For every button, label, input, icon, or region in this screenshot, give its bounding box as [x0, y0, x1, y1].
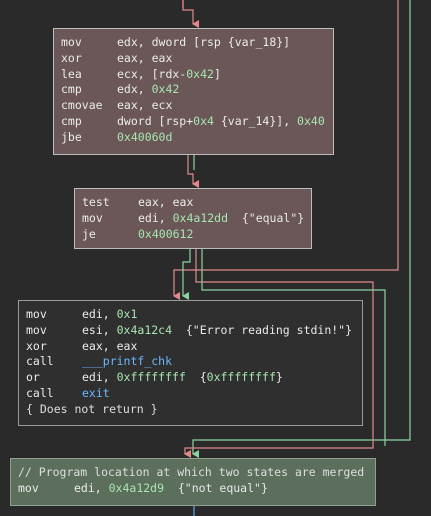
- numeric-operand[interactable]: 0x4: [193, 113, 214, 128]
- operand: eax, eax: [117, 50, 173, 65]
- function-symbol[interactable]: ___printf_chk: [82, 354, 173, 369]
- operand: eax, eax: [138, 195, 194, 209]
- numeric-operand[interactable]: 0x400612: [138, 226, 194, 241]
- operand: edi,: [82, 307, 117, 321]
- numeric-operand[interactable]: 0x42: [186, 66, 214, 81]
- mnemonic: xor: [26, 338, 47, 353]
- instruction-line[interactable]: mov edi, 0x4a12d9 {"not equal"}: [18, 481, 369, 497]
- mnemonic: mov: [61, 35, 82, 49]
- mnemonic: cmovae: [61, 98, 103, 113]
- mnemonic: cmp: [61, 82, 82, 97]
- mnemonic: mov: [82, 210, 103, 225]
- instruction-line[interactable]: cmp edx, 0x42: [61, 82, 327, 98]
- numeric-operand[interactable]: 0x1: [116, 307, 138, 321]
- comment-text: { Does not return }: [26, 401, 158, 416]
- instruction-line[interactable]: // Program location at which two states …: [18, 465, 369, 481]
- operand: {var_14}],: [213, 113, 298, 128]
- basic-block-merge[interactable]: // Program location at which two states …: [10, 458, 376, 506]
- operand: edi,: [74, 480, 109, 495]
- mnemonic: mov: [26, 322, 47, 337]
- mnemonic: mov: [18, 480, 39, 495]
- instruction-line[interactable]: call exit: [26, 386, 356, 402]
- numeric-operand[interactable]: 0x4a12dd: [172, 210, 229, 225]
- operand: edx,: [117, 82, 152, 97]
- mnemonic: je: [82, 226, 96, 241]
- instruction-line[interactable]: call ___printf_chk: [26, 354, 356, 370]
- instruction-line[interactable]: xor eax, eax: [26, 339, 356, 355]
- numeric-operand[interactable]: 0x40060d: [117, 129, 173, 144]
- basic-block-a[interactable]: mov edx, dword [rsp {var_18}]xor eax, eax l…: [53, 28, 334, 155]
- instruction-line[interactable]: mov esi, 0x4a12c4 {"Error reading stdin!"…: [26, 323, 356, 339]
- edge-b-false: [182, 249, 191, 300]
- instruction-line[interactable]: je 0x400612: [82, 227, 305, 243]
- instruction-line[interactable]: mov edi, 0x4a12dd {"equal"}: [82, 211, 305, 227]
- mnemonic: cmp: [61, 113, 82, 128]
- mnemonic: jbe: [61, 129, 82, 144]
- operand: {: [185, 370, 207, 385]
- edge-right-red: [173, 0, 399, 300]
- numeric-operand[interactable]: 0x40: [297, 113, 325, 128]
- mnemonic: or: [26, 370, 40, 385]
- mnemonic: call: [26, 385, 54, 400]
- instruction-line[interactable]: mov edi, 0x1: [26, 307, 356, 323]
- operand: }: [275, 370, 283, 385]
- edge-b-true: [184, 249, 374, 458]
- string-annotation: {"Error reading stdin!"}: [172, 322, 353, 337]
- numeric-operand[interactable]: 0x4a12d9: [108, 480, 165, 495]
- operand: edx, dword [rsp {var_18}]: [117, 35, 291, 49]
- operand: eax, eax: [82, 338, 138, 353]
- mnemonic: test: [82, 195, 110, 209]
- operand: edi,: [138, 210, 173, 225]
- numeric-operand[interactable]: 0xffffffff: [206, 370, 276, 385]
- basic-block-b[interactable]: test eax, eax mov edi, 0x4a12dd {"equal"} je…: [74, 188, 312, 249]
- numeric-operand[interactable]: 0x42: [151, 82, 180, 97]
- edge-b-green-long: [201, 249, 386, 446]
- operand: esi,: [82, 322, 117, 337]
- numeric-operand[interactable]: 0x4a12c4: [116, 322, 173, 337]
- instruction-line[interactable]: cmovae eax, ecx: [61, 98, 327, 114]
- instruction-line[interactable]: jbe 0x40060d: [61, 130, 327, 146]
- instruction-line[interactable]: lea ecx, [rdx-0x42]: [61, 67, 327, 83]
- edge-a-to-b: [187, 155, 199, 188]
- operand: dword [rsp+: [117, 113, 194, 128]
- instruction-line[interactable]: cmp dword [rsp+0x4 {var_14}], 0x40: [61, 114, 327, 130]
- instruction-line[interactable]: { Does not return }: [26, 402, 356, 418]
- mnemonic: mov: [26, 307, 47, 321]
- instruction-line[interactable]: or edi, 0xffffffff {0xffffffff}: [26, 370, 356, 386]
- mnemonic: xor: [61, 50, 82, 65]
- instruction-line[interactable]: test eax, eax: [82, 195, 305, 211]
- string-annotation: {"not equal"}: [164, 480, 268, 495]
- instruction-line[interactable]: xor eax, eax: [61, 51, 327, 67]
- function-symbol[interactable]: exit: [82, 385, 110, 400]
- comment-text: // Program location at which two states …: [18, 465, 365, 479]
- operand: edi,: [82, 370, 117, 385]
- operand: ]: [213, 66, 221, 81]
- operand: eax, ecx: [117, 98, 173, 113]
- operand: ecx, [rdx-: [117, 66, 187, 81]
- string-annotation: {"equal"}: [228, 210, 305, 225]
- edge-into-block-a: [182, 0, 199, 28]
- numeric-operand[interactable]: 0xffffffff: [116, 370, 186, 385]
- edge-right-green: [192, 0, 411, 458]
- mnemonic: call: [26, 354, 54, 369]
- instruction-line[interactable]: mov edx, dword [rsp {var_18}]: [61, 35, 327, 51]
- basic-block-c[interactable]: mov edi, 0x1 mov esi, 0x4a12c4 {"Error read…: [18, 300, 363, 426]
- mnemonic: lea: [61, 66, 82, 81]
